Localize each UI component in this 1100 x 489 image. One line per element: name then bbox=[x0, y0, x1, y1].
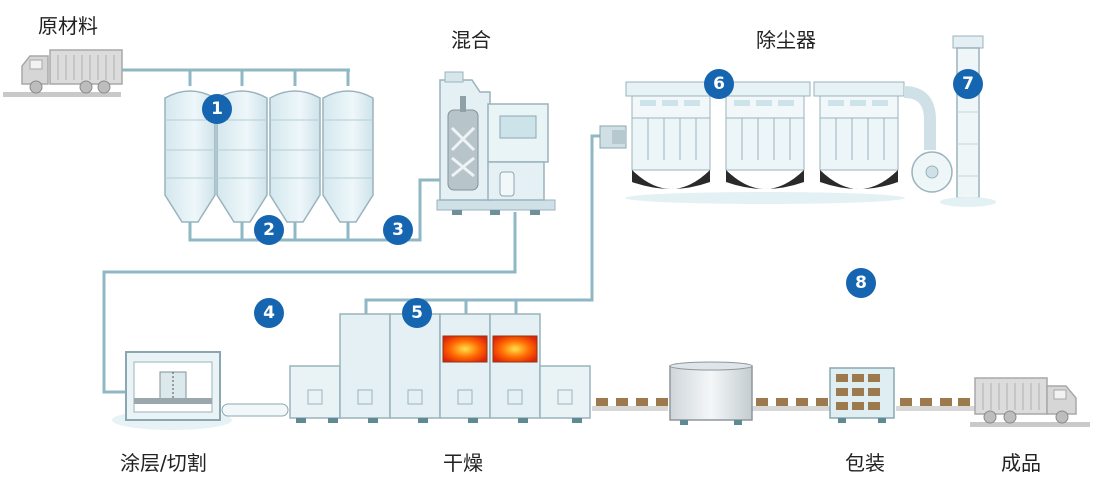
step-badge-3: 3 bbox=[383, 215, 413, 245]
step-badge-5: 5 bbox=[402, 298, 432, 328]
dust-collector-unit-2 bbox=[719, 81, 811, 189]
heater-panel-2 bbox=[492, 335, 538, 363]
step-badge-1: 1 bbox=[202, 94, 232, 124]
coating-cutting-machine-icon bbox=[112, 351, 289, 430]
step-badge-4: 4 bbox=[254, 298, 284, 328]
pipe-dryer-to-dust bbox=[364, 134, 612, 315]
silo-1 bbox=[164, 90, 216, 223]
label-coating-cutting: 涂层/切割 bbox=[120, 451, 207, 475]
step-badge-8: 8 bbox=[846, 268, 876, 298]
cooling-drum-icon bbox=[669, 361, 753, 425]
dust-collector-unit-1 bbox=[625, 81, 717, 189]
packaging-pallet-icon bbox=[829, 367, 895, 423]
dust-collector-unit-3 bbox=[813, 81, 905, 189]
dryer-kiln-icon bbox=[289, 313, 591, 423]
label-mixing: 混合 bbox=[451, 28, 491, 52]
pipe-silos-bottom bbox=[188, 178, 442, 242]
mixer-machine-icon bbox=[436, 71, 556, 215]
label-packaging: 包装 bbox=[845, 451, 885, 475]
label-raw-material: 原材料 bbox=[38, 14, 98, 38]
pipe-mixer-to-coater bbox=[102, 212, 517, 394]
silo-2 bbox=[216, 90, 268, 223]
label-dust-collector: 除尘器 bbox=[756, 28, 816, 52]
label-finished-product: 成品 bbox=[1001, 451, 1041, 475]
finished-product-truck-icon bbox=[970, 377, 1090, 427]
heater-panel-1 bbox=[442, 335, 488, 363]
label-drying: 干燥 bbox=[443, 451, 483, 475]
silo-4 bbox=[322, 90, 374, 223]
conveyor-products bbox=[592, 398, 976, 411]
silo-group bbox=[164, 90, 374, 223]
step-badge-6: 6 bbox=[704, 69, 734, 99]
raw-material-truck-icon bbox=[3, 49, 123, 97]
dust-collector-icon bbox=[599, 81, 953, 204]
step-badge-7: 7 bbox=[953, 69, 983, 99]
step-badge-2: 2 bbox=[254, 215, 284, 245]
silo-3 bbox=[269, 90, 321, 223]
